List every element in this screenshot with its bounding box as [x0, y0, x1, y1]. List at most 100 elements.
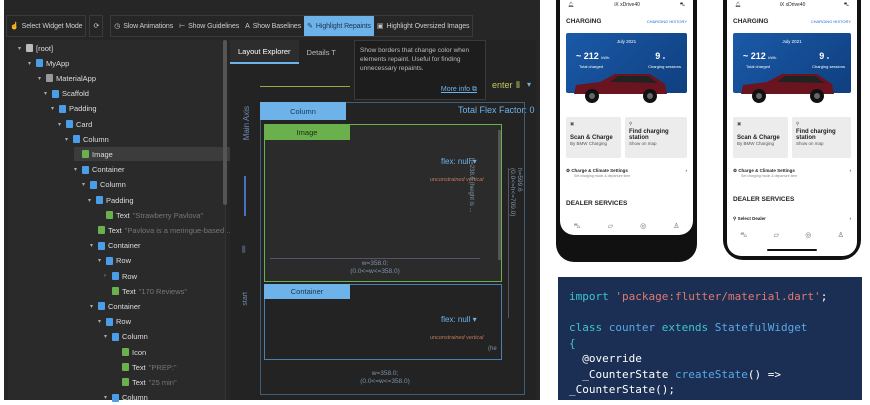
- tree-node[interactable]: ▾Container: [90, 299, 141, 313]
- car-icon[interactable]: ⛍: [679, 2, 685, 8]
- tree-node[interactable]: ▾Column: [104, 330, 148, 344]
- tree-node[interactable]: ▾Row: [98, 254, 131, 268]
- nav-car-icon[interactable]: ⛍: [740, 232, 748, 239]
- tree-node[interactable]: Text "PREP:": [114, 360, 177, 374]
- more-info-link[interactable]: More info ⧉: [440, 86, 477, 93]
- nav-car-icon[interactable]: ⛍: [573, 223, 581, 230]
- kwh-unit: kWh: [601, 55, 610, 60]
- image-scrollbar[interactable]: [498, 130, 501, 260]
- charge-settings-row[interactable]: ⚙ Charge & Climate Settings›Set charging…: [733, 168, 851, 178]
- widget-icon: [46, 74, 53, 83]
- chevron-down-icon[interactable]: ▾: [82, 182, 86, 189]
- nav-globe-icon[interactable]: ◎: [640, 223, 647, 230]
- highlight-oversized-images-button[interactable]: ▣Highlight Oversized Images: [376, 22, 470, 31]
- bell-icon[interactable]: 🔔︎: [568, 2, 575, 8]
- chevron-down-icon[interactable]: ▾: [18, 45, 22, 52]
- tree-node[interactable]: ▾Container: [90, 239, 141, 253]
- tree-node[interactable]: ▾Scaffold: [44, 87, 89, 101]
- tab-layout-explorer[interactable]: Layout Explorer: [230, 40, 299, 64]
- chevron-down-icon[interactable]: ▾: [51, 106, 55, 113]
- tree-node[interactable]: Text "170 Reviews": [104, 284, 187, 298]
- node-name: Padding: [69, 104, 97, 114]
- bottom-nav: ⛍ ▱ ◎ ♙: [560, 222, 693, 231]
- chevron-down-icon[interactable]: ▾: [98, 319, 102, 326]
- tree-node[interactable]: Text "Pavlova is a meringue-based ...: [90, 223, 232, 237]
- widget-icon: [106, 256, 113, 265]
- tree-node[interactable]: ▾Column: [65, 132, 109, 146]
- chevron-down-icon[interactable]: ▾: [44, 91, 48, 98]
- bottom-nav: ⛍ ▱ ◎ ♙: [727, 231, 857, 240]
- bell-icon[interactable]: 🔔︎: [735, 2, 742, 8]
- tree-node[interactable]: Text "25 min": [114, 375, 177, 389]
- chevron-down-icon[interactable]: ▾: [28, 60, 32, 67]
- tree-node[interactable]: ▾Padding: [88, 193, 134, 207]
- column-label[interactable]: Column: [260, 102, 346, 120]
- charge-settings-row[interactable]: ⚙ Charge & Climate Settings›Set charging…: [566, 168, 687, 178]
- tree-node[interactable]: Icon: [114, 345, 146, 359]
- select-widget-mode-button[interactable]: ☝Select Widget Mode: [10, 22, 83, 31]
- details-panel: Layout Explorer Details T Show borders t…: [230, 40, 536, 400]
- brush-icon: ✎: [307, 23, 313, 30]
- widget-icon: [112, 287, 119, 296]
- chevron-down-icon[interactable]: ▾: [90, 243, 94, 250]
- image-box[interactable]: [264, 124, 502, 282]
- charging-history-link[interactable]: CHARGING HISTORY: [810, 19, 851, 24]
- nav-map-icon[interactable]: ▱: [773, 232, 779, 239]
- charging-history-link[interactable]: CHARGING HISTORY: [646, 19, 687, 24]
- chevron-down-icon[interactable]: ▾: [38, 75, 42, 82]
- widget-tree: ▾[root]▾MyApp▾MaterialApp▾Scaffold▾Paddi…: [8, 40, 274, 402]
- tab-details-tree[interactable]: Details T: [306, 47, 336, 57]
- nav-map-icon[interactable]: ▱: [607, 223, 614, 230]
- nav-profile-icon[interactable]: ♙: [673, 223, 680, 230]
- chevron-down-icon[interactable]: ▾: [74, 167, 78, 174]
- tree-node[interactable]: ▾MaterialApp: [38, 71, 96, 85]
- tree-node[interactable]: ▾Container: [74, 163, 125, 177]
- tree-node[interactable]: ▾ Padding: [51, 102, 97, 116]
- sessions-label: Charging sessions: [812, 64, 845, 69]
- image-flex-select[interactable]: flex: null ▾: [441, 157, 477, 166]
- column-box: [260, 102, 525, 395]
- tree-node[interactable]: ›Row: [104, 269, 137, 283]
- tree-node[interactable]: ▾Card: [58, 117, 92, 131]
- tree-node[interactable]: ▾Column: [82, 178, 126, 192]
- chevron-down-icon[interactable]: ▾: [88, 197, 92, 204]
- refresh-tree-button[interactable]: ⟳: [93, 23, 100, 30]
- home-indicator: [767, 249, 817, 251]
- select-dealer-label: Select Dealer: [737, 216, 766, 221]
- tree-node[interactable]: ▾[root]: [18, 41, 53, 55]
- main-axis-alignment-select[interactable]: enter: [492, 80, 513, 90]
- container-flex-select[interactable]: flex: null ▾: [441, 315, 477, 324]
- slow-animations-button[interactable]: ◷Slow Animations: [114, 22, 174, 31]
- chevron-down-icon[interactable]: ▾: [104, 395, 108, 402]
- image-label[interactable]: Image: [264, 124, 350, 140]
- chevron-down-icon[interactable]: ▾: [98, 258, 102, 265]
- tree-scrollbar[interactable]: [223, 40, 227, 205]
- select-dealer-row[interactable]: ⚲ Select Dealer›: [733, 216, 851, 222]
- tree-node[interactable]: Text "Strawberry Pavlova": [98, 208, 203, 222]
- chevron-down-icon[interactable]: ▾: [90, 303, 94, 310]
- chevron-down-icon[interactable]: ▾: [104, 334, 108, 341]
- container-label[interactable]: Container: [264, 284, 350, 299]
- show-guidelines-button[interactable]: ⊢Show Guidelines: [179, 22, 240, 31]
- chevron-down-icon[interactable]: ▾: [58, 121, 62, 128]
- image-width-label: w=358.0; (0.0<=w<=358.0): [270, 258, 480, 276]
- chevron-right-icon[interactable]: ›: [104, 273, 106, 279]
- charging-summary-card[interactable]: July 2021 ~ 212 kWh Total charged 9 x Ch…: [733, 33, 851, 93]
- container-box[interactable]: [264, 284, 502, 360]
- car-icon[interactable]: ⛍: [843, 2, 849, 8]
- tree-node[interactable]: ▾Column: [104, 391, 148, 405]
- nav-profile-icon[interactable]: ♙: [837, 232, 844, 239]
- nav-globe-icon[interactable]: ◎: [805, 232, 812, 239]
- chevron-down-icon[interactable]: ▾: [65, 136, 69, 143]
- widget-icon: [59, 104, 66, 113]
- charging-summary-card[interactable]: July 2021 ~ 212 kWh Total charged 9 x Ch…: [566, 33, 687, 93]
- highlight-repaints-button[interactable]: ✎Highlight Repaints: [304, 16, 374, 36]
- tree-node[interactable]: ▾Row: [98, 315, 131, 329]
- chevron-down-icon[interactable]: ▾: [527, 80, 532, 89]
- tree-node[interactable]: ▾MyApp: [28, 56, 69, 70]
